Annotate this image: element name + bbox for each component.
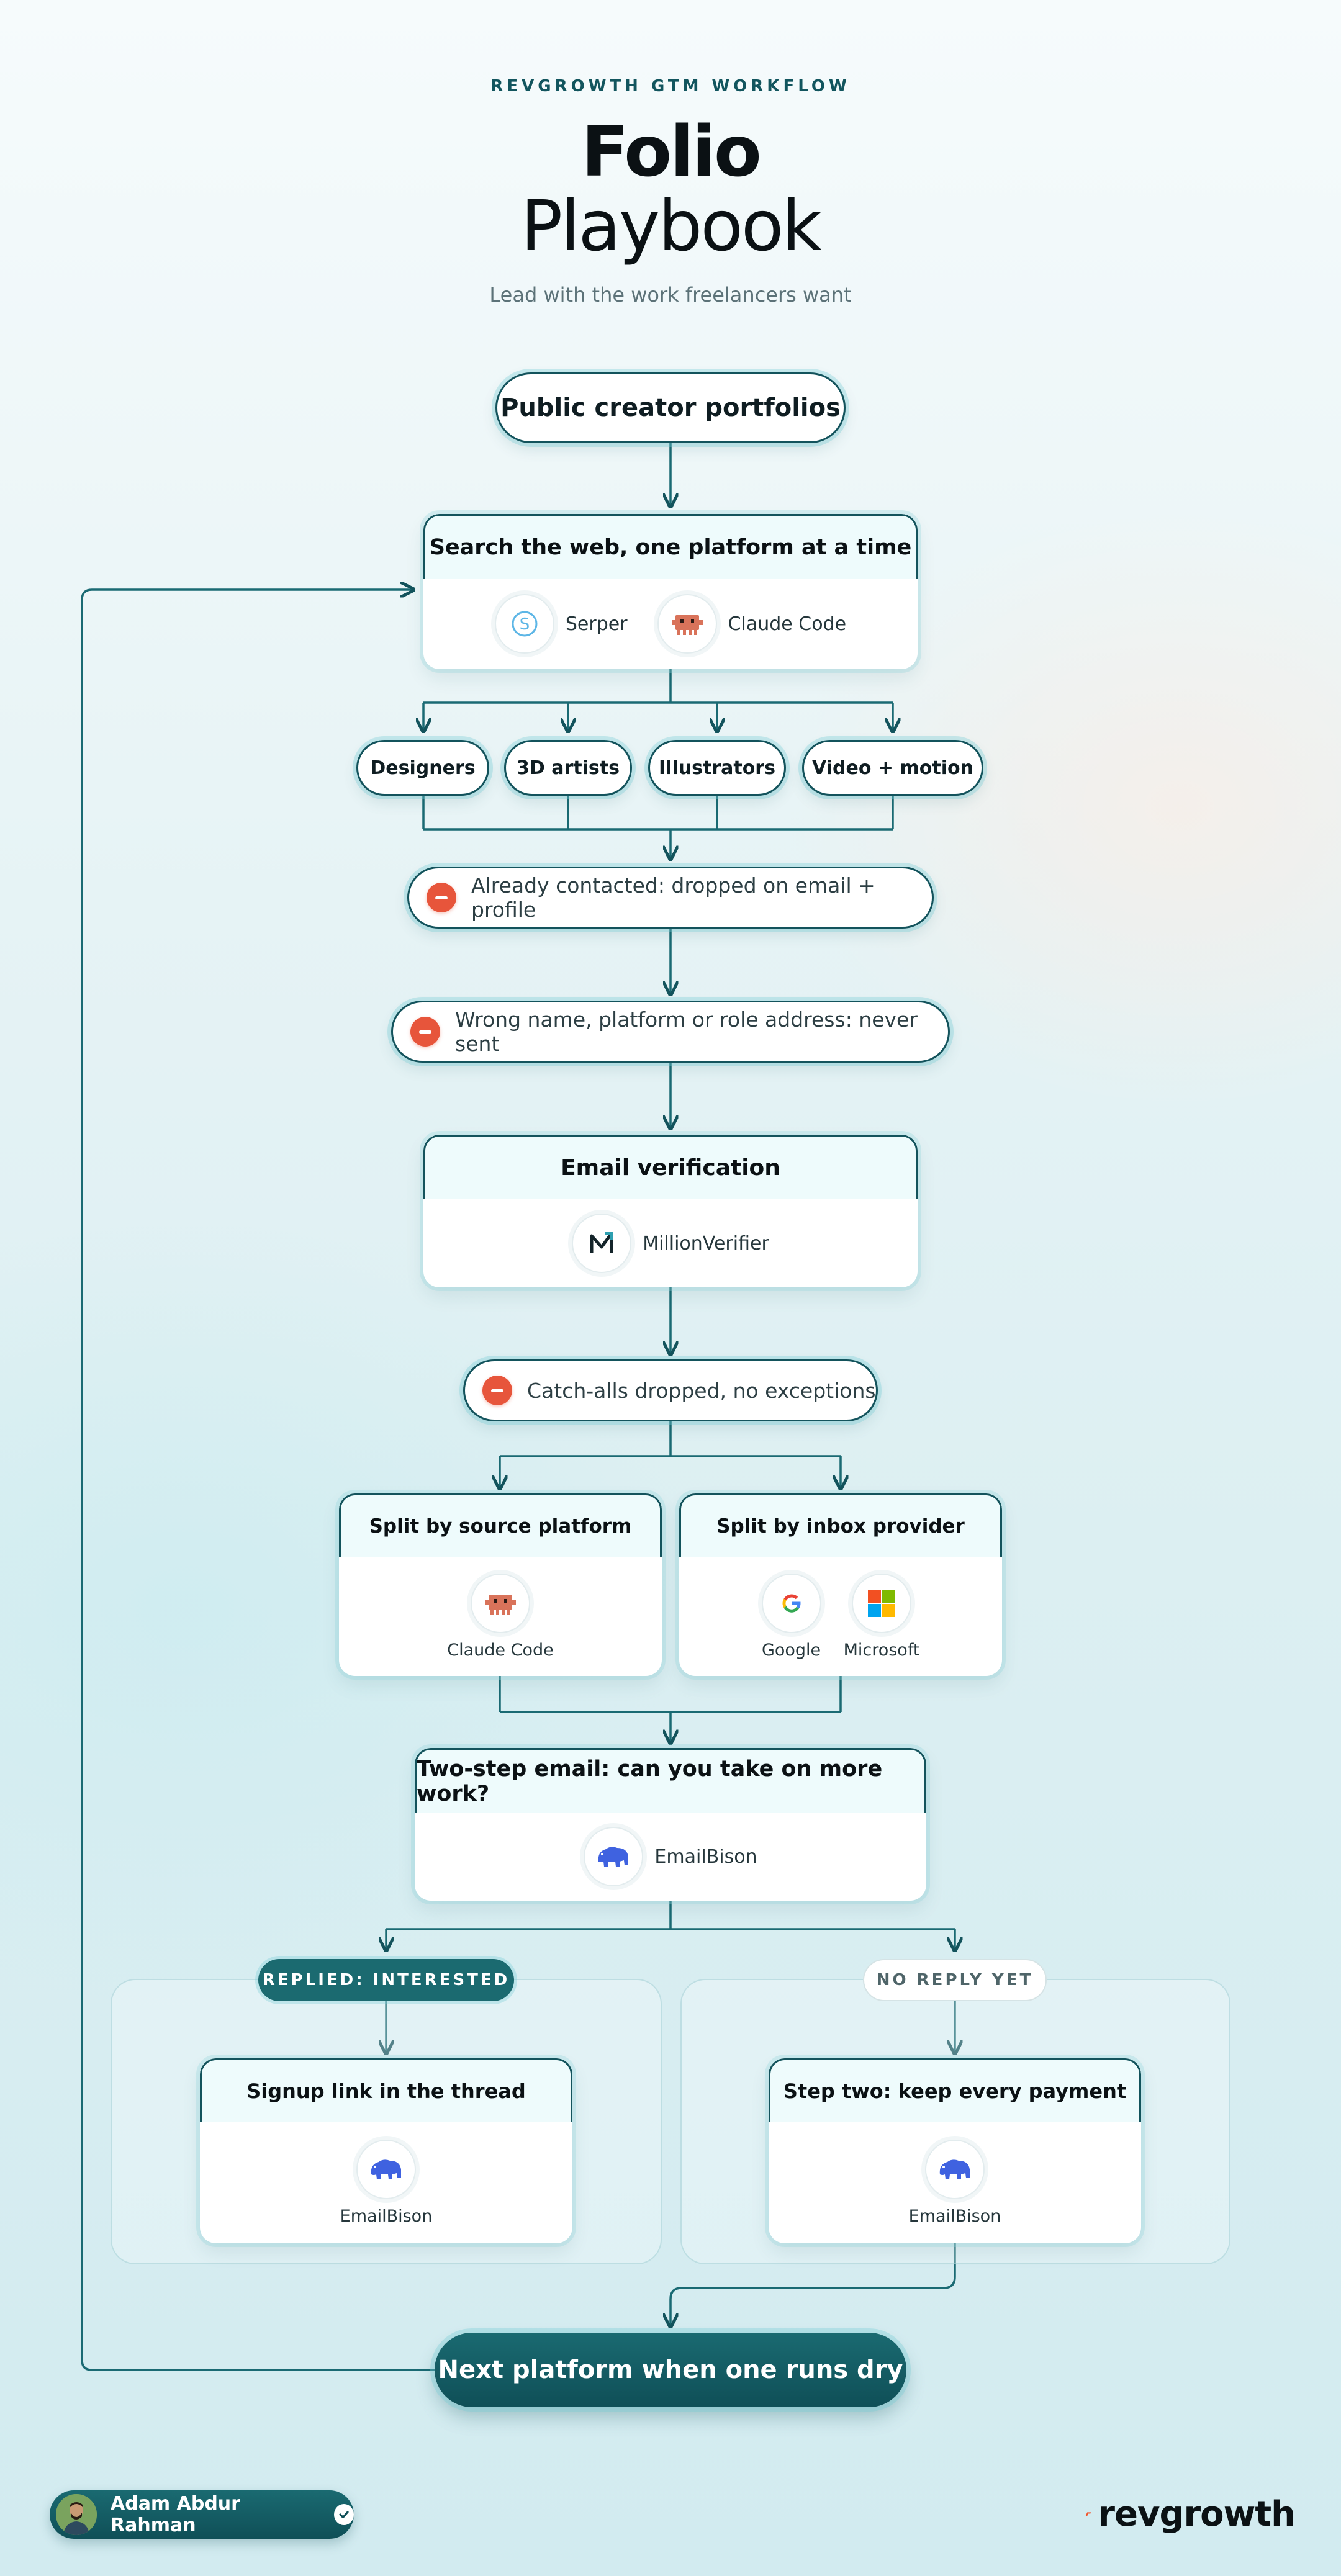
tool-claude-code-label: Claude Code xyxy=(447,1640,554,1660)
tool-google-label: Google xyxy=(761,1640,821,1660)
google-icon xyxy=(761,1573,821,1633)
brand-logo: revgrowth xyxy=(1084,2489,1296,2539)
microsoft-icon xyxy=(852,1573,911,1633)
workflow-kicker: REVGROWTH GTM WORKFLOW xyxy=(490,77,851,96)
tool-google: Google xyxy=(761,1573,821,1660)
search-step-title: Search the web, one platform at a time xyxy=(423,514,918,579)
author-badge[interactable]: Adam Abdur Rahman xyxy=(50,2490,354,2539)
category-designers: Designers xyxy=(356,740,489,796)
search-step-tools: S Serper Claude Code xyxy=(423,579,918,669)
tool-emailbison: EmailBison xyxy=(908,2139,1001,2226)
search-step-card: Search the web, one platform at a time S… xyxy=(423,514,918,669)
verified-check-icon xyxy=(334,2504,354,2525)
tool-emailbison: EmailBison xyxy=(340,2139,433,2226)
page-title-line1: Folio xyxy=(581,112,762,192)
serper-icon: S xyxy=(494,594,554,654)
tool-emailbison-label: EmailBison xyxy=(654,1845,757,1868)
filter-catch-alls: Catch-alls dropped, no exceptions xyxy=(463,1359,878,1421)
email-step-title: Two-step email: can you take on more wor… xyxy=(415,1748,926,1813)
email-step-card: Two-step email: can you take on more wor… xyxy=(415,1748,926,1901)
signup-tools: EmailBison xyxy=(200,2122,572,2243)
filter-already-contacted: Already contacted: dropped on email + pr… xyxy=(407,867,934,929)
tool-emailbison-label: EmailBison xyxy=(908,2206,1001,2226)
svg-text:S: S xyxy=(520,615,530,634)
category-illustrators: Illustrators xyxy=(648,740,786,796)
signup-title: Signup link in the thread xyxy=(200,2058,572,2122)
tool-emailbison: EmailBison xyxy=(584,1827,757,1886)
bison-icon xyxy=(584,1827,644,1886)
source-node: Public creator portfolios xyxy=(495,372,846,443)
bison-icon xyxy=(924,2139,985,2199)
verification-title: Email verification xyxy=(423,1135,918,1199)
verification-tools: MillionVerifier xyxy=(423,1199,918,1287)
brand-name: revgrowth xyxy=(1098,2493,1296,2534)
step-two-card: Step two: keep every payment EmailBison xyxy=(769,2058,1141,2243)
tool-emailbison-label: EmailBison xyxy=(340,2206,433,2226)
wire-loop-back xyxy=(81,590,435,2371)
minus-icon xyxy=(410,1017,440,1047)
split-inbox-title: Split by inbox provider xyxy=(679,1493,1002,1557)
claude-code-icon xyxy=(471,1573,530,1633)
page-title-line2: Playbook xyxy=(520,186,823,267)
split-source-tools: Claude Code xyxy=(339,1557,662,1676)
minus-icon xyxy=(482,1376,512,1405)
claude-code-icon xyxy=(657,594,717,654)
tool-serper: S Serper xyxy=(494,594,628,654)
final-node: Next platform when one runs dry xyxy=(435,2333,906,2407)
tool-millionverifier-label: MillionVerifier xyxy=(643,1232,769,1254)
split-inbox-tools: Google Microsoft xyxy=(679,1557,1002,1676)
tool-claude-code: Claude Code xyxy=(657,594,847,654)
avatar xyxy=(56,2494,97,2535)
tool-serper-label: Serper xyxy=(565,613,628,635)
millionverifier-icon xyxy=(572,1214,632,1273)
category-3d-artists: 3D artists xyxy=(504,740,632,796)
filter-invalid-address: Wrong name, platform or role address: ne… xyxy=(391,1001,950,1063)
filter-invalid-address-label: Wrong name, platform or role address: ne… xyxy=(455,1007,918,1056)
bison-icon xyxy=(356,2139,416,2199)
tool-microsoft: Microsoft xyxy=(843,1573,920,1660)
badge-no-reply-yet: NO REPLY YET xyxy=(863,1959,1047,2001)
tool-microsoft-label: Microsoft xyxy=(843,1640,920,1660)
page-subtitle: Lead with the work freelancers want xyxy=(489,283,852,307)
tool-claude-code-label: Claude Code xyxy=(728,613,847,635)
verification-card: Email verification MillionVerifier xyxy=(423,1135,918,1287)
filter-already-contacted-label: Already contacted: dropped on email + pr… xyxy=(471,873,875,922)
signup-card: Signup link in the thread EmailBison xyxy=(200,2058,572,2243)
brand-mark-icon xyxy=(1085,2512,1091,2516)
author-name: Adam Abdur Rahman xyxy=(111,2493,240,2536)
step-two-title: Step two: keep every payment xyxy=(769,2058,1141,2122)
wire-noreply-final xyxy=(670,2243,956,2325)
tool-millionverifier: MillionVerifier xyxy=(572,1214,769,1273)
category-video-motion: Video + motion xyxy=(802,740,983,796)
email-step-tools: EmailBison xyxy=(415,1813,926,1901)
split-source-card: Split by source platform Claude Code xyxy=(339,1493,662,1676)
split-source-title: Split by source platform xyxy=(339,1493,662,1557)
filter-catch-alls-label: Catch-alls dropped, no exceptions xyxy=(527,1378,876,1403)
minus-icon xyxy=(427,883,456,912)
step-two-tools: EmailBison xyxy=(769,2122,1141,2243)
badge-replied-interested: REPLIED: INTERESTED xyxy=(258,1959,514,2001)
tool-claude-code: Claude Code xyxy=(447,1573,554,1660)
split-inbox-card: Split by inbox provider Google Microsoft xyxy=(679,1493,1002,1676)
